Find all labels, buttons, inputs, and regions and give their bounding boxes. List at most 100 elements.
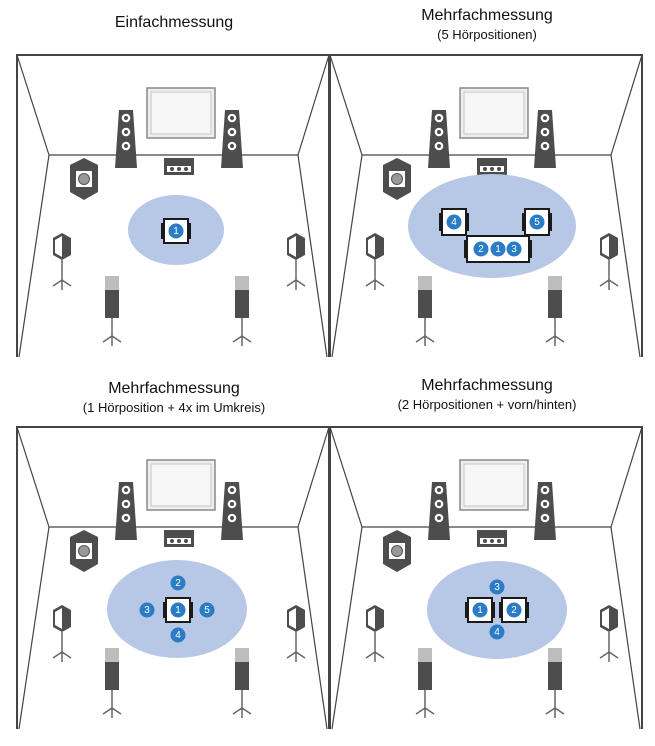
marker-number: 2 <box>478 244 484 255</box>
rear-top <box>418 648 432 662</box>
center-speaker-icon <box>164 530 194 547</box>
floor-edge-line <box>610 154 641 358</box>
center-speaker-icon <box>164 158 194 175</box>
room-diagram: 1 2 3 5 4 <box>16 426 330 730</box>
speaker-face <box>368 236 375 257</box>
marker-circle <box>168 223 184 239</box>
tower-body <box>221 482 243 540</box>
seat-arm <box>465 602 468 618</box>
marker-circle <box>506 241 522 257</box>
cone <box>543 488 547 492</box>
sub-driver <box>391 173 403 185</box>
stand-base <box>52 651 72 662</box>
cone <box>230 116 234 120</box>
seat-arm <box>464 240 467 258</box>
surround-left-speaker-icon <box>365 233 385 290</box>
seat-arm <box>190 602 193 618</box>
cone <box>230 502 234 506</box>
rear-top <box>235 648 249 662</box>
panel-subtitle: (1 Hörposition + 4x im Umkreis) <box>82 400 266 415</box>
seat-arm <box>188 223 191 239</box>
surround-left-speaker-icon <box>365 605 385 662</box>
speaker-face <box>602 608 609 629</box>
cone <box>124 144 128 148</box>
stand-base <box>415 707 435 718</box>
position-marker: 2 <box>473 241 489 257</box>
speaker-face <box>55 236 62 257</box>
position-marker: 3 <box>139 602 155 618</box>
marker-number: 3 <box>144 605 150 616</box>
position-marker: 3 <box>506 241 522 257</box>
tv-screen-icon <box>146 87 216 139</box>
tv-panel <box>463 91 525 135</box>
panel-title: Mehrfachmessung <box>421 7 553 24</box>
panel-subtitle: (2 Hörpositionen + vorn/hinten) <box>397 397 577 412</box>
marker-number: 2 <box>175 578 181 589</box>
front-right-speaker-icon <box>221 482 243 540</box>
cone <box>543 130 547 134</box>
marker-circle <box>473 241 489 257</box>
rear-top <box>105 648 119 662</box>
driver <box>490 539 494 543</box>
tv-panel <box>463 463 525 507</box>
driver <box>497 539 501 543</box>
rear-body <box>548 290 562 318</box>
rear-top <box>235 276 249 290</box>
surround-right-speaker-icon <box>286 233 306 290</box>
cone <box>124 516 128 520</box>
position-marker: 4 <box>446 214 462 230</box>
cone <box>437 502 441 506</box>
driver <box>184 539 188 543</box>
rear-body <box>105 662 119 690</box>
surround-right-speaker-icon <box>286 605 306 662</box>
rear-top <box>418 276 432 290</box>
sub-driver <box>78 173 90 185</box>
seat-arm <box>439 213 442 231</box>
tower-body <box>221 110 243 168</box>
subwoofer-icon <box>383 530 411 572</box>
cone <box>124 130 128 134</box>
tv-panel <box>150 463 212 507</box>
room-outline <box>329 426 643 729</box>
driver <box>170 167 174 171</box>
panel-title: Mehrfachmessung <box>108 380 240 397</box>
marker-number: 4 <box>175 630 181 641</box>
position-marker: 5 <box>199 602 215 618</box>
position-marker: 5 <box>529 214 545 230</box>
marker-number: 3 <box>511 244 517 255</box>
floor-edge-line <box>18 154 50 358</box>
cone <box>543 144 547 148</box>
driver <box>490 167 494 171</box>
seat-arm <box>499 602 502 618</box>
stand-base <box>365 651 385 662</box>
stand-base <box>599 279 619 290</box>
marker-number: 5 <box>534 217 540 228</box>
stand-base <box>52 279 72 290</box>
position-marker: 1 <box>170 602 186 618</box>
rear-right-speaker-icon <box>545 276 565 346</box>
subwoofer-icon <box>70 158 98 200</box>
cone <box>230 488 234 492</box>
corner-line <box>16 54 50 156</box>
position-marker: 1 <box>490 241 506 257</box>
position-marker: 2 <box>506 602 522 618</box>
panel-single-measurement: Einfachmessung 1 <box>14 0 334 360</box>
cone <box>543 502 547 506</box>
cone <box>124 488 128 492</box>
seat-arm <box>522 213 525 231</box>
seat-arm <box>163 602 166 618</box>
rear-left-speaker-icon <box>415 276 435 346</box>
marker-number: 1 <box>495 244 501 255</box>
seat-arm <box>492 602 495 618</box>
cone <box>543 516 547 520</box>
marker-circle <box>490 241 506 257</box>
cone <box>437 488 441 492</box>
tv-panel <box>150 91 212 135</box>
marker-number: 2 <box>511 605 517 616</box>
tv-screen-icon <box>459 87 529 139</box>
rear-body <box>235 662 249 690</box>
marker-number: 1 <box>173 226 179 237</box>
speaker-face <box>55 608 62 629</box>
